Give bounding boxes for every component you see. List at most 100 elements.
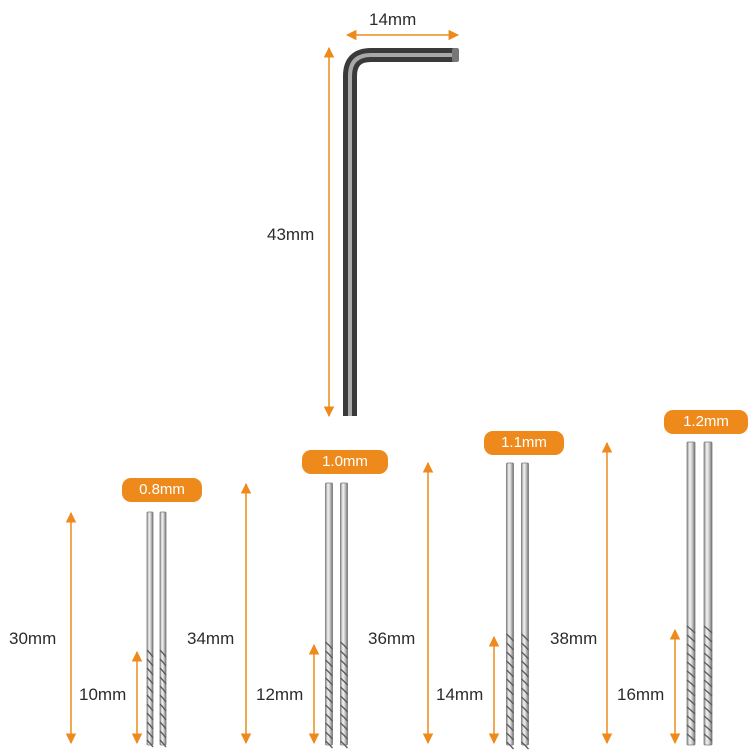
drill-bit-pair-1.2mm [686, 441, 713, 746]
drill-bit-flute [159, 694, 167, 703]
drill-bit-flute [506, 651, 515, 660]
drill-bit-flute [325, 641, 334, 650]
drill-bit-flute [325, 740, 334, 749]
drill-bit-flute [521, 705, 530, 714]
drill-bit-flute [506, 669, 515, 678]
drill-bit-flute [506, 741, 515, 750]
drill-bit-flute [340, 668, 349, 677]
hex-length-label: 43mm [267, 225, 315, 244]
drill-bit-flute [506, 732, 515, 741]
bit-size-badge-1.2mm: 1.2mm [664, 410, 748, 434]
drill-bit-flute [686, 679, 696, 688]
drill-bit-flute [703, 661, 713, 670]
drill-bit-pair-1.0mm [325, 482, 349, 749]
drill-bit-flute [686, 733, 696, 742]
drill-bit-flute [159, 721, 167, 730]
drill-bit-flute [506, 660, 515, 669]
drill-bit-flute [146, 667, 154, 676]
drill-bit-flute [159, 730, 167, 739]
drill-bit-flute [703, 625, 713, 634]
drill-bit-pair-0.8mm [146, 511, 167, 748]
drill-bit-flute [506, 714, 515, 723]
drill-bit-flute [159, 676, 167, 685]
drill-bit-flute [521, 678, 530, 687]
drill-bit-flute [521, 660, 530, 669]
drill-bit-flute [146, 676, 154, 685]
bit-length-label-1.0mm: 34mm [187, 629, 235, 648]
drill-bit-pair-1.1mm [506, 462, 530, 750]
drill-bit-flute [146, 712, 154, 721]
drill-bit-flute [521, 651, 530, 660]
drill-bit-flute [506, 723, 515, 732]
drill-bit-flute [521, 741, 530, 750]
bit-length-label-0.8mm: 30mm [9, 629, 57, 648]
drill-bit-flute [325, 695, 334, 704]
bit-size-badge-1.1mm: 1.1mm [484, 431, 564, 455]
hex-key-wrench-icon [343, 48, 459, 416]
drill-bit-flute [703, 688, 713, 697]
drill-bit-flute [146, 703, 154, 712]
drill-bit-flute [340, 695, 349, 704]
bit-flute-label-0.8mm: 10mm [79, 685, 127, 704]
drill-bit-flute [506, 678, 515, 687]
drill-bit-flute [325, 731, 334, 740]
bit-flute-label-1.2mm: 16mm [617, 685, 665, 704]
drill-bit-flute [325, 713, 334, 722]
drill-bit-flute [506, 633, 515, 642]
drill-bit-shank [703, 441, 713, 746]
drill-bit-flute [686, 670, 696, 679]
drill-bit-flute [146, 694, 154, 703]
bit-size-badge-1.0mm: 1.0mm [302, 450, 388, 474]
drill-bit-flute [506, 687, 515, 696]
drill-bit-flute [325, 668, 334, 677]
drill-bit-flute [325, 704, 334, 713]
drill-bit-flute [146, 658, 154, 667]
drill-bit-flute [159, 685, 167, 694]
drill-bit-flute [159, 703, 167, 712]
drill-bit-flute [325, 677, 334, 686]
drill-bit-flute [686, 724, 696, 733]
drill-bit-flute [340, 731, 349, 740]
drill-bit-flute [506, 705, 515, 714]
drill-bit-flute [521, 633, 530, 642]
drill-bit-flute [686, 715, 696, 724]
bit-size-badge-0.8mm: 0.8mm [122, 478, 202, 502]
drill-bit-flute [325, 659, 334, 668]
drill-bit-flute [146, 649, 154, 658]
hex-width-label: 14mm [369, 10, 417, 29]
drill-bit-flute [703, 706, 713, 715]
drill-bit-shank [686, 441, 696, 746]
drill-bit-flute [703, 715, 713, 724]
drill-bit-flute [521, 642, 530, 651]
bit-length-label-1.1mm: 36mm [368, 629, 416, 648]
drill-bit-flute [703, 724, 713, 733]
drill-bit-flute [686, 643, 696, 652]
drill-bit-flute [340, 677, 349, 686]
drill-bit-flute [159, 667, 167, 676]
drill-bit-flute [703, 679, 713, 688]
drill-bit-flute [325, 686, 334, 695]
drill-bit-flute [686, 652, 696, 661]
drill-bit-flute [340, 704, 349, 713]
drill-bit-flute [506, 642, 515, 651]
drill-bit-flute [340, 686, 349, 695]
drill-bit-flute [506, 696, 515, 705]
drill-bit-flute [146, 721, 154, 730]
drill-bit-flute [703, 643, 713, 652]
drill-bit-flute [703, 652, 713, 661]
drill-bit-flute [521, 723, 530, 732]
drill-bit-flute [686, 634, 696, 643]
drill-bit-flute [521, 687, 530, 696]
drill-bit-flute [159, 739, 167, 748]
drill-bit-flute [686, 697, 696, 706]
drill-bit-flute [521, 669, 530, 678]
drill-bit-flute [325, 722, 334, 731]
drill-bit-flute [703, 697, 713, 706]
bit-flute-label-1.1mm: 14mm [436, 685, 484, 704]
drill-bit-flute [521, 696, 530, 705]
drill-bit-flute [340, 659, 349, 668]
drill-bit-flute [686, 706, 696, 715]
drill-bit-flute [159, 712, 167, 721]
